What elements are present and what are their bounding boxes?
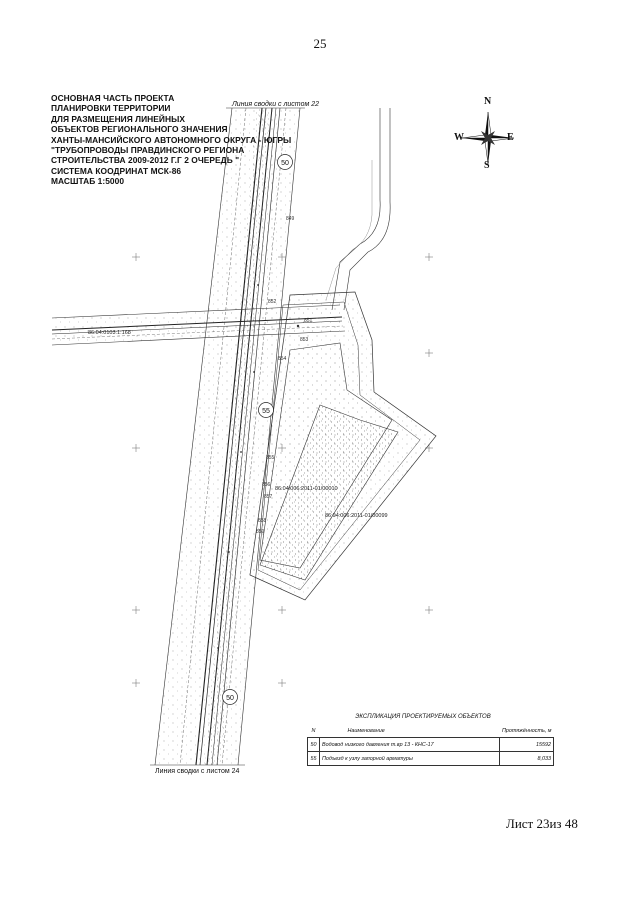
picket-label: 855 (266, 455, 275, 461)
match-line-top-label: Линия сводки с листом 22 (232, 101, 319, 108)
svg-text:55: 55 (262, 408, 270, 415)
picket-label: 859 (256, 529, 265, 535)
route-marker-bottom: 50 (222, 689, 238, 705)
route-marker-top: 50 (277, 154, 293, 170)
picket-label: 849 (286, 216, 295, 222)
svg-text:50: 50 (226, 695, 234, 702)
legend-title: ЭКСПЛИКАЦИЯ ПРОЕКТИРУЕМЫХ ОБЪЕКТОВ (355, 714, 491, 720)
route-marker-middle: 55 (258, 402, 274, 418)
cadastral-label-parcel-b: 86:04:006:2011-01/00099 (325, 513, 388, 519)
title-line: ДЛЯ РАЗМЕЩЕНИЯ ЛИНЕЙНЫХ (51, 113, 185, 124)
sheet-label: Лист 23из 48 (506, 816, 578, 831)
picket-label: 852 (268, 299, 277, 305)
picket-label: 853 (300, 337, 309, 343)
access-road (325, 108, 391, 311)
table-row: 55 Подъезд к узлу запорной арматуры 8,03… (307, 751, 554, 766)
legend-header-num: N (307, 724, 320, 738)
cadastral-label-road: 86:04:0103:1:168 (88, 330, 131, 336)
title-line: СТРОИТЕЛЬСТВА 2009-2012 Г.Г 2 ОЧЕРЕДЬ " (51, 155, 240, 166)
corridor (154, 107, 301, 766)
legend-grid: N Наименование Протяжённость, м 50 Водов… (307, 724, 554, 766)
title-line: ОБЪЕКТОВ РЕГИОНАЛЬНОГО ЗНАЧЕНИЯ (51, 124, 228, 135)
picket-label: 854 (278, 356, 287, 362)
table-row: 50 Водовод низкого давления т.вр 13 - КН… (307, 737, 554, 752)
compass-north: N (484, 96, 492, 107)
cadastral-label-parcel-a: 86:04:006:2011-01/00010 (275, 486, 338, 492)
title-line: СИСТЕМА КООДРИНАТ МСК-86 (51, 165, 182, 176)
picket-label: 851 (304, 318, 313, 324)
match-line-bottom-label: Линия сводки с листом 24 (155, 768, 240, 775)
title-line: ОСНОВНАЯ ЧАСТЬ ПРОЕКТА (51, 93, 175, 103)
title-line: ПЛАНИРОВКИ ТЕРРИТОРИИ (51, 103, 171, 114)
compass-rose: N S E W (454, 96, 520, 171)
page-number: 25 (313, 36, 327, 51)
picket-label: 857 (264, 494, 273, 500)
compass-south: S (484, 160, 490, 171)
title-line: ХАНТЫ-МАНСИЙСКОГО АВТОНОМНОГО ОКРУГА - Ю… (51, 134, 292, 145)
legend-header-length: Протяжённость, м (499, 724, 554, 738)
title-line: "ТРУБОПРОВОДЫ ПРАВДИНСКОГО РЕГИОНА (51, 145, 245, 156)
title-block: ОСНОВНАЯ ЧАСТЬ ПРОЕКТА ПЛАНИРОВКИ ТЕРРИТ… (51, 93, 311, 187)
parcel-boundaries (249, 291, 437, 601)
legend-table: ЭКСПЛИКАЦИЯ ПРОЕКТИРУЕМЫХ ОБЪЕКТОВ N Наи… (307, 714, 554, 766)
title-line: МАСШТАБ 1:5000 (51, 176, 125, 187)
compass-west: W (454, 132, 464, 143)
picket-label: 858 (258, 518, 267, 524)
compass-east: E (507, 132, 514, 143)
picket-label: 856 (262, 482, 271, 488)
legend-header-name: Наименование (319, 724, 500, 738)
compass-star-icon (461, 111, 515, 165)
svg-text:50: 50 (281, 160, 289, 167)
